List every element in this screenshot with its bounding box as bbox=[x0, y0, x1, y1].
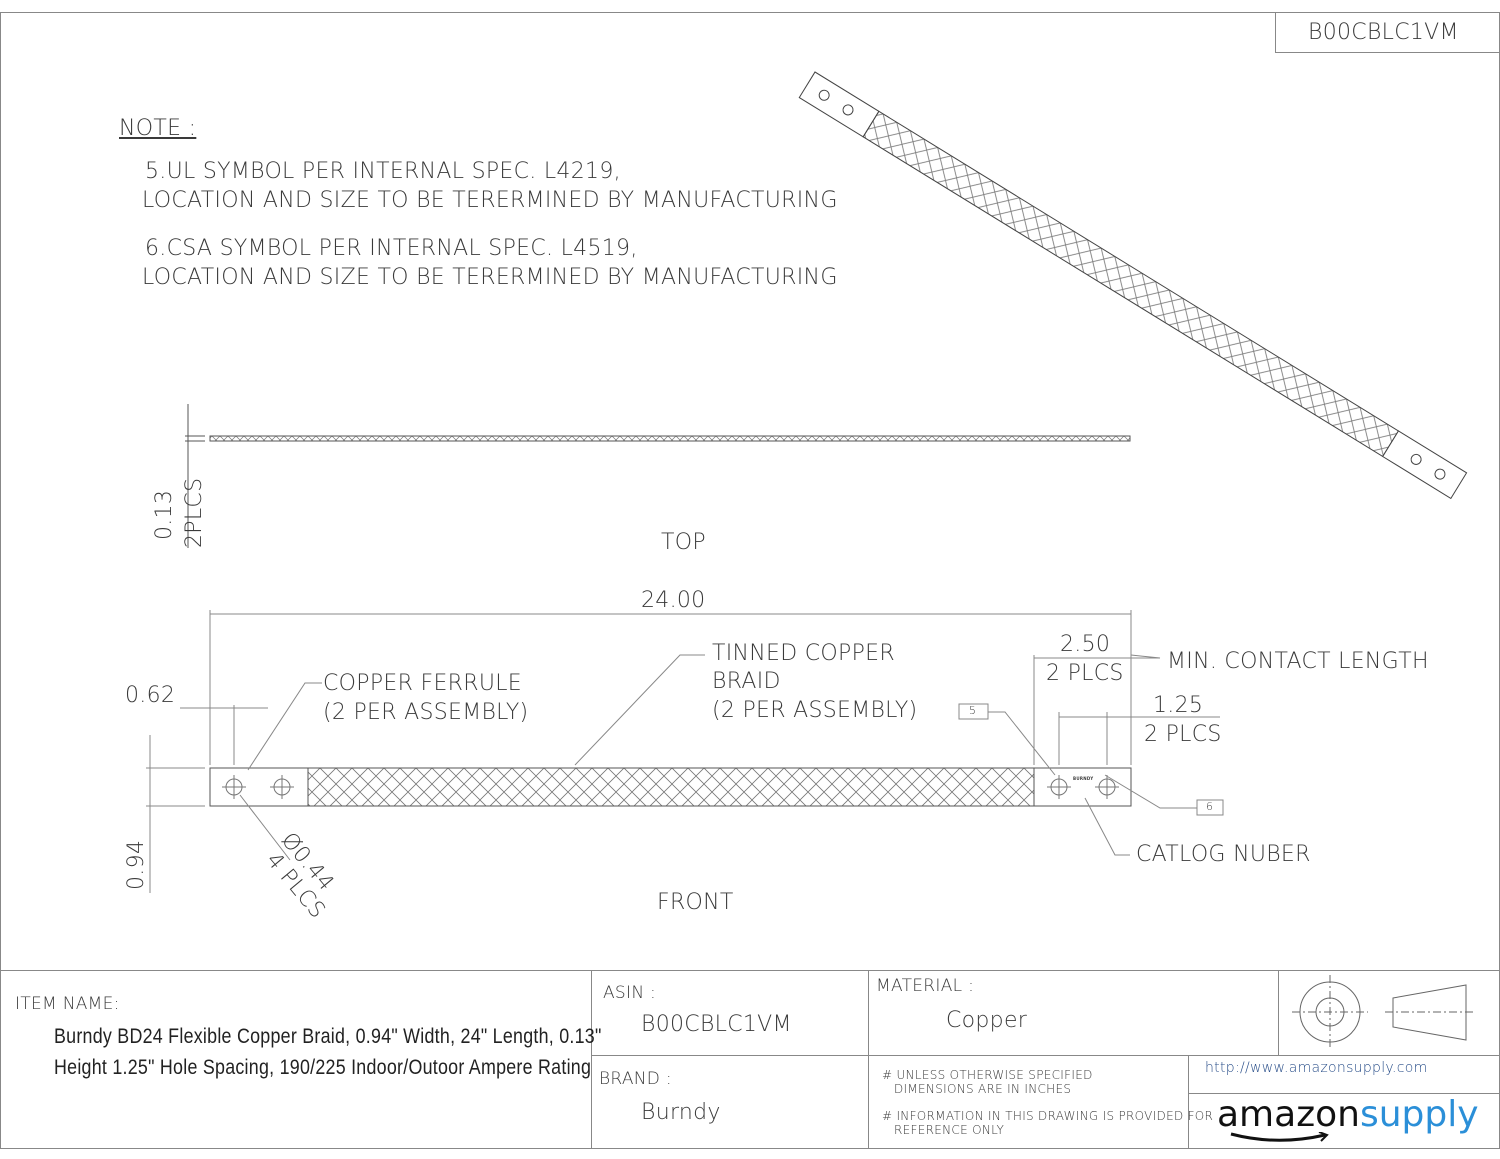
ferrule-label-1: COPPER FERRULE bbox=[323, 671, 522, 696]
item-name-line-2: Height 1.25" Hole Spacing, 190/225 Indoo… bbox=[54, 1056, 592, 1079]
part-number: B00CBLC1VM bbox=[1308, 20, 1459, 45]
logo-text-amazon: amazon bbox=[1217, 1094, 1360, 1135]
balloon-6: 6 bbox=[1206, 800, 1214, 813]
contact-dim: 2.50 bbox=[1060, 632, 1111, 657]
thickness-dim: 0.13 bbox=[152, 489, 177, 540]
item-name-line-1: Burndy BD24 Flexible Copper Braid, 0.94"… bbox=[54, 1025, 602, 1048]
material-label: MATERIAL : bbox=[876, 976, 975, 996]
braid-label-1: TINNED COPPER bbox=[712, 641, 895, 666]
units-note-2: DIMENSIONS ARE IN INCHES bbox=[894, 1082, 1072, 1096]
spacing-qty: 2 PLCS bbox=[1144, 722, 1222, 747]
front-view bbox=[146, 610, 1224, 893]
length-dim: 24.00 bbox=[641, 588, 706, 613]
braid-label-3: (2 PER ASSEMBLY) bbox=[712, 698, 918, 723]
spacing-dim: 1.25 bbox=[1153, 693, 1204, 718]
brand-value: Burndy bbox=[641, 1100, 721, 1125]
notes-heading: NOTE : bbox=[119, 116, 197, 141]
website-link[interactable]: http://www.amazonsupply.com bbox=[1205, 1060, 1428, 1076]
item-name-label: ITEM NAME: bbox=[15, 994, 120, 1014]
note-6-line-2: LOCATION AND SIZE TO BE TERERMINED BY MA… bbox=[142, 265, 838, 290]
front-view-label: FRONT bbox=[657, 890, 734, 915]
brand-label: BRAND : bbox=[599, 1069, 672, 1089]
isometric-view bbox=[798, 71, 1468, 500]
projection-symbol-icon bbox=[1292, 975, 1475, 1050]
top-view-label: TOP bbox=[661, 530, 706, 555]
width-dim: 0.94 bbox=[124, 839, 149, 890]
material-value: Copper bbox=[946, 1008, 1028, 1033]
top-view bbox=[185, 404, 1131, 548]
note-5-line-1: 5.UL SYMBOL PER INTERNAL SPEC. L4219, bbox=[145, 159, 621, 184]
reference-note-1: # INFORMATION IN THIS DRAWING IS PROVIDE… bbox=[882, 1109, 1214, 1123]
note-5-line-2: LOCATION AND SIZE TO BE TERERMINED BY MA… bbox=[142, 188, 838, 213]
balloon-5: 5 bbox=[969, 704, 977, 717]
contact-label: MIN. CONTACT LENGTH bbox=[1167, 649, 1429, 674]
logo-smile-icon bbox=[1230, 1132, 1329, 1142]
logo-text-supply: supply bbox=[1359, 1094, 1479, 1135]
reference-note-2: REFERENCE ONLY bbox=[894, 1123, 1005, 1137]
thickness-qty: 2PLCS bbox=[182, 477, 207, 548]
asin-label: ASIN : bbox=[603, 983, 657, 1003]
catalog-label: CATLOG NUBER bbox=[1136, 842, 1311, 867]
ferrule-label-2: (2 PER ASSEMBLY) bbox=[323, 700, 529, 725]
units-note-1: # UNLESS OTHERWISE SPECIFIED bbox=[882, 1068, 1093, 1082]
ferrule-mark: BURNDY bbox=[1073, 776, 1094, 781]
contact-qty: 2 PLCS bbox=[1046, 661, 1124, 686]
edge-dim: 0.62 bbox=[125, 683, 176, 708]
braid-label-2: BRAID bbox=[712, 669, 781, 694]
amazonsupply-logo: amazonsupply bbox=[1217, 1094, 1479, 1142]
asin-value: B00CBLC1VM bbox=[641, 1012, 792, 1037]
note-6-line-1: 6.CSA SYMBOL PER INTERNAL SPEC. L4519, bbox=[145, 236, 638, 261]
